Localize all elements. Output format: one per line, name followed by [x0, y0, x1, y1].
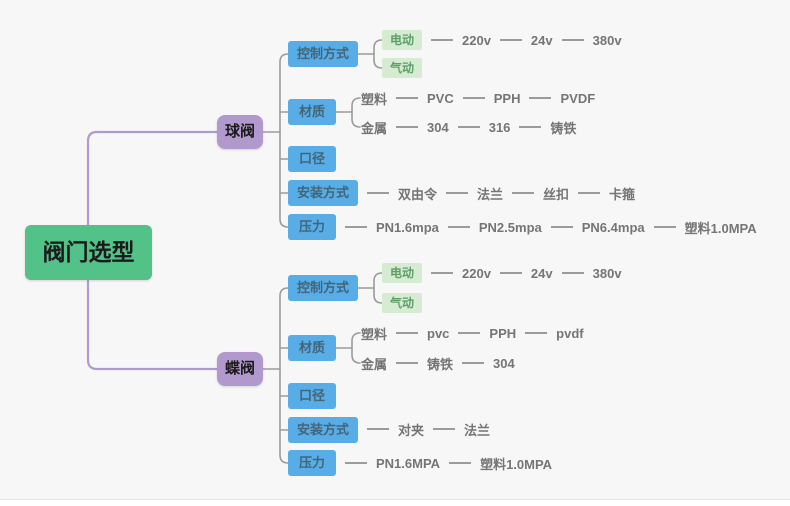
leaf-node-304-1[interactable]: 304 [427, 119, 449, 135]
option-node-electric-1[interactable]: 电动 [382, 30, 422, 50]
leaf-node-pn16-1[interactable]: PN1.6mpa [376, 219, 439, 235]
category-node-control-2[interactable]: 控制方式 [288, 275, 358, 301]
leaf-node-metal-2[interactable]: 金属 [361, 356, 388, 372]
connector-line [499, 39, 522, 41]
leaf-node-plastic-1[interactable]: 塑料 [361, 91, 388, 107]
connector-line [345, 462, 367, 464]
category-node-control-1[interactable]: 控制方式 [288, 41, 358, 67]
root-to-butterfly-valve-line [86, 279, 219, 371]
leaf-row-plastic-2: 塑料 pvc PPH pvdf [361, 323, 584, 343]
option-node-electric-2[interactable]: 电动 [382, 263, 422, 283]
leaf-row-pressure-1: PN1.6mpa PN2.5mpa PN6.4mpa 塑料1.0MPA [336, 217, 757, 237]
connector-line [457, 126, 480, 128]
connector-line [458, 332, 481, 334]
connector-line [447, 226, 470, 228]
leaf-row-install-1: 双由令 法兰 丝扣 卡箍 [358, 183, 635, 203]
leaf-row-install-2: 对夹 法兰 [358, 419, 490, 439]
leaf-node-pph-2[interactable]: PPH [489, 325, 517, 341]
leaf-node-pn25-1[interactable]: PN2.5mpa [478, 219, 542, 235]
leaf-node-pph-1[interactable]: PPH [493, 90, 521, 106]
connector-line [431, 39, 453, 41]
connector-line [525, 332, 548, 334]
ball-material-bracket-line [351, 97, 361, 128]
leaf-node-metal-1[interactable]: 金属 [361, 120, 388, 136]
category-node-pressure-2[interactable]: 压力 [288, 450, 336, 476]
connector-line [433, 428, 456, 430]
leaf-node-pvdf-2[interactable]: pvdf [556, 325, 584, 341]
leaf-node-304-2[interactable]: 304 [493, 355, 515, 371]
leaf-row-electric-1: 220v 24v 380v [422, 30, 622, 50]
leaf-node-pn64-1[interactable]: PN6.4mpa [581, 219, 645, 235]
connector-line [446, 192, 469, 194]
root-node[interactable]: 阀门选型 [25, 225, 152, 280]
category-node-material-2[interactable]: 材质 [288, 335, 336, 361]
connector-line [367, 428, 389, 430]
category-node-install-2[interactable]: 安装方式 [288, 417, 358, 443]
leaf-node-thread-1[interactable]: 丝扣 [543, 186, 570, 202]
connector-line [345, 226, 367, 228]
connector-line [431, 272, 453, 274]
leaf-node-plastic-10mpa-2[interactable]: 塑料1.0MPA [480, 456, 553, 472]
butterfly-material-bracket-line [351, 332, 361, 364]
leaf-node-cast-iron-1[interactable]: 铸铁 [550, 120, 577, 136]
leaf-node-wafer-2[interactable]: 对夹 [398, 422, 425, 438]
leaf-row-electric-2: 220v 24v 380v [422, 263, 622, 283]
leaf-node-380v-1[interactable]: 380v [592, 32, 622, 48]
leaf-node-380v-2[interactable]: 380v [592, 265, 622, 281]
leaf-row-metal-2: 金属 铸铁 304 [361, 353, 515, 373]
leaf-node-flange-2[interactable]: 法兰 [464, 422, 491, 438]
leaf-node-24v-1[interactable]: 24v [530, 32, 553, 48]
leaf-node-clamp-1[interactable]: 卡箍 [609, 186, 636, 202]
branch-node-butterfly-valve[interactable]: 蝶阀 [217, 352, 263, 386]
category-node-install-1[interactable]: 安装方式 [288, 180, 358, 206]
leaf-node-plastic-2[interactable]: 塑料 [361, 326, 388, 342]
category-node-pressure-1[interactable]: 压力 [288, 214, 336, 240]
connector-line [449, 462, 472, 464]
connector-line [519, 126, 542, 128]
leaf-node-316-1[interactable]: 316 [488, 119, 511, 135]
root-to-ball-valve-line [86, 130, 219, 227]
ball-valve-bracket-line [279, 53, 289, 228]
connector-line [529, 97, 552, 99]
leaf-row-metal-1: 金属 304 316 铸铁 [361, 117, 576, 137]
leaf-node-flange-1[interactable]: 法兰 [477, 186, 504, 202]
option-node-pneumatic-1[interactable]: 气动 [382, 58, 422, 78]
leaf-node-plastic-10mpa-1[interactable]: 塑料1.0MPA [684, 220, 757, 236]
category-node-diameter-1[interactable]: 口径 [288, 146, 336, 172]
leaf-row-plastic-1: 塑料 PVC PPH PVDF [361, 88, 595, 108]
option-node-pneumatic-2[interactable]: 气动 [382, 293, 422, 313]
connector-line [396, 126, 419, 128]
leaf-node-cast-iron-2[interactable]: 铸铁 [427, 356, 454, 372]
leaf-node-220v-1[interactable]: 220v [462, 32, 491, 48]
leaf-node-pvc-2[interactable]: pvc [427, 325, 450, 341]
connector-line [578, 192, 601, 194]
leaf-node-pn16-2[interactable]: PN1.6MPA [376, 455, 441, 471]
connector-line [396, 362, 419, 364]
butterfly-valve-bracket-line [279, 287, 289, 464]
leaf-node-24v-2[interactable]: 24v [530, 265, 553, 281]
ball-control-bracket-line [373, 39, 383, 69]
connector-line [396, 332, 419, 334]
branch-node-ball-valve[interactable]: 球阀 [217, 115, 263, 149]
category-node-diameter-2[interactable]: 口径 [288, 383, 336, 409]
connector-line [550, 226, 573, 228]
connector-line [367, 192, 389, 194]
connector-line [396, 97, 419, 99]
leaf-node-union-1[interactable]: 双由令 [398, 186, 438, 202]
leaf-node-pvdf-1[interactable]: PVDF [560, 90, 596, 106]
leaf-row-pressure-2: PN1.6MPA 塑料1.0MPA [336, 453, 552, 473]
connector-line [512, 192, 535, 194]
category-node-material-1[interactable]: 材质 [288, 99, 336, 125]
butterfly-control-bracket-line [373, 272, 383, 304]
connector-line [462, 97, 485, 99]
connector-line [499, 272, 522, 274]
connector-line [653, 226, 676, 228]
connector-line [561, 39, 584, 41]
leaf-node-pvc-1[interactable]: PVC [427, 90, 454, 106]
connector-line [462, 362, 485, 364]
leaf-node-220v-2[interactable]: 220v [462, 265, 491, 281]
connector-line [561, 272, 584, 274]
